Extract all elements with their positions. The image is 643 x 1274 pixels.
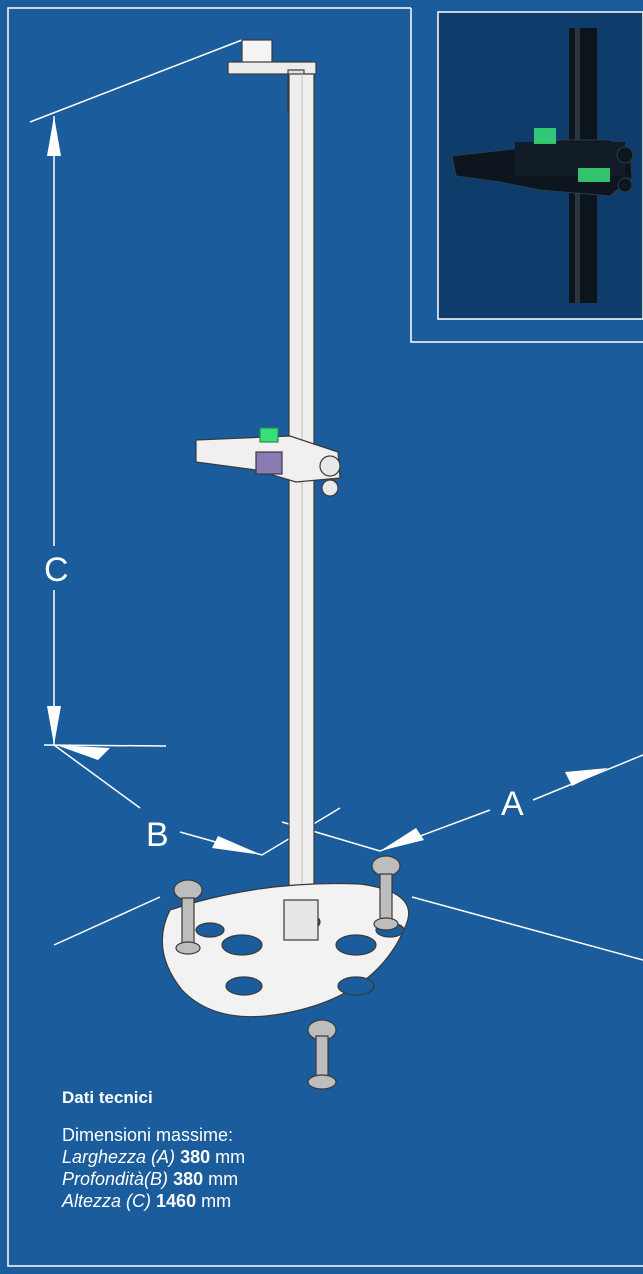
spec-value: 1460 <box>156 1191 197 1211</box>
specs-title: Dati tecnici <box>62 1088 153 1107</box>
spec-row-depth: Profondità(B) 380 mm <box>62 1168 245 1190</box>
spec-value: 380 <box>180 1147 211 1167</box>
spec-label: Larghezza (A) <box>62 1147 176 1167</box>
dimension-arrows <box>47 116 608 855</box>
spec-unit: mm <box>215 1147 246 1167</box>
dimension-label-a: A <box>501 785 524 823</box>
specs-subtitle: Dimensioni massime: <box>62 1125 234 1145</box>
dimension-label-b: B <box>146 816 169 854</box>
spec-value: 380 <box>173 1169 204 1189</box>
outer-frame <box>7 7 643 1267</box>
spec-label: Profondità(B) <box>62 1169 169 1189</box>
spec-row-height: Altezza (C) 1460 mm <box>62 1190 245 1212</box>
spec-label: Altezza (C) <box>62 1191 152 1211</box>
technical-specs: Dati tecnici Dimensioni massime: Larghez… <box>62 1088 245 1212</box>
spec-unit: mm <box>208 1169 239 1189</box>
inset-clamp-photo <box>437 11 643 320</box>
stand-illustration <box>161 39 410 1090</box>
spec-unit: mm <box>201 1191 232 1211</box>
dimension-label-c: C <box>44 551 69 589</box>
spec-row-width: Larghezza (A) 380 mm <box>62 1146 245 1168</box>
levelling-feet <box>173 855 401 1090</box>
